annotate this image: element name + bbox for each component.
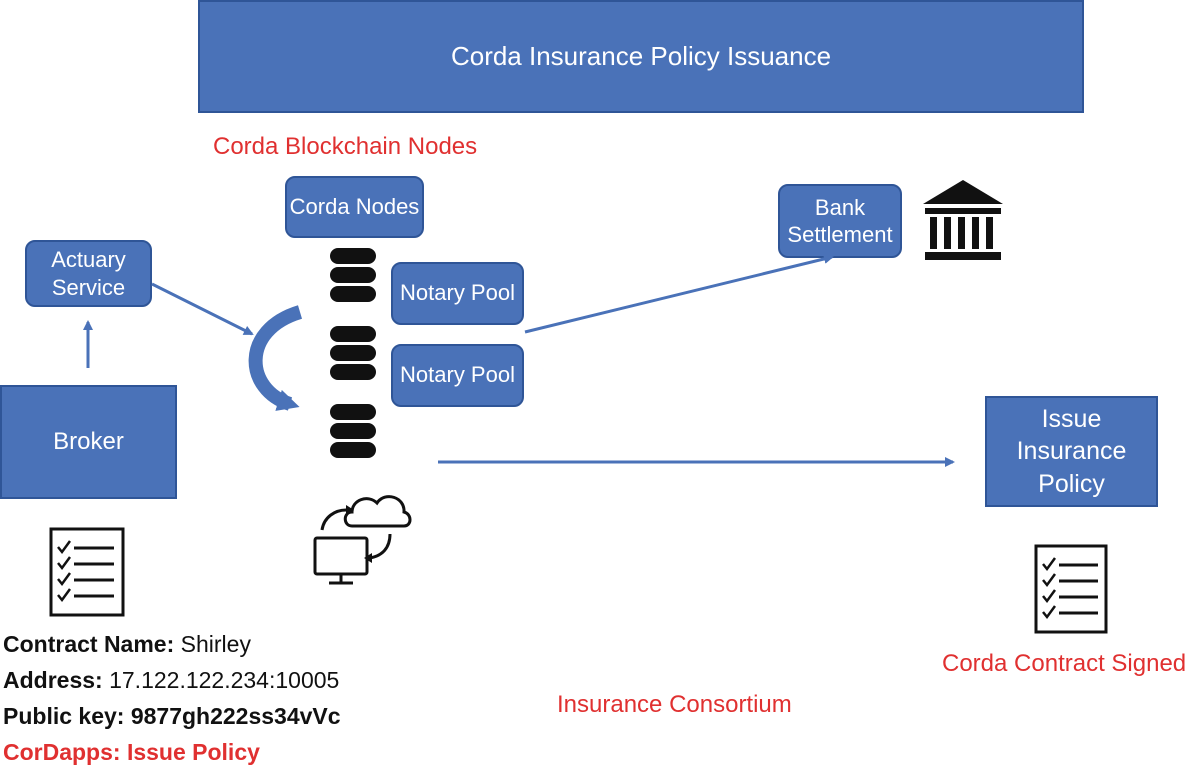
- issue-policy-box: Issue Insurance Policy: [985, 396, 1158, 507]
- checklist-icon: [1034, 544, 1108, 634]
- contract-signed-label: Corda Contract Signed: [942, 650, 1187, 677]
- public-key-value: 9877gh222ss34vVc: [124, 703, 341, 729]
- insurance-consortium-label: Insurance Consortium: [557, 691, 792, 718]
- address-label: Address:: [3, 667, 103, 693]
- connector-arrows: [83, 254, 955, 467]
- title-banner: Corda Insurance Policy Issuance: [198, 0, 1084, 113]
- public-key-label: Public key:: [3, 703, 125, 729]
- sync-arrowheads: [346, 505, 372, 563]
- checklist-icon: [49, 527, 125, 617]
- notary-to-bank-arrow: [524, 254, 834, 334]
- actuary-service-box: Actuary Service: [25, 240, 152, 307]
- address-line: Address: 17.122.122.234:10005: [3, 667, 339, 694]
- database-icon: [330, 404, 376, 458]
- contract-name-value: Shirley: [174, 631, 251, 657]
- corda-nodes-box: Corda Nodes: [285, 176, 424, 238]
- cordapps-line: CorDapps: Issue Policy: [3, 739, 260, 766]
- database-icon: [330, 248, 376, 302]
- blockchain-nodes-label: Corda Blockchain Nodes: [213, 133, 478, 160]
- notary-pool-box: Notary Pool: [391, 344, 524, 407]
- curved-flow-arrow: [248, 305, 303, 411]
- diagram-title: Corda Insurance Policy Issuance: [450, 40, 832, 71]
- cloud-sync-icon: [313, 495, 412, 585]
- address-value: 17.122.122.234:10005: [102, 667, 340, 693]
- bank-settlement-box: Bank Settlement: [778, 184, 902, 258]
- contract-name-label: Contract Name:: [3, 631, 175, 657]
- bank-icon: [923, 180, 1003, 260]
- notary-pool-box: Notary Pool: [391, 262, 524, 325]
- contract-name-line: Contract Name: Shirley: [3, 631, 251, 658]
- cordapps-text: CorDapps: Issue Policy: [3, 739, 260, 765]
- database-icon: [330, 326, 376, 380]
- public-key-line: Public key: 9877gh222ss34vVc: [3, 703, 341, 730]
- actuary-to-nodes-arrow: [151, 282, 254, 336]
- broker-box: Broker: [0, 385, 177, 499]
